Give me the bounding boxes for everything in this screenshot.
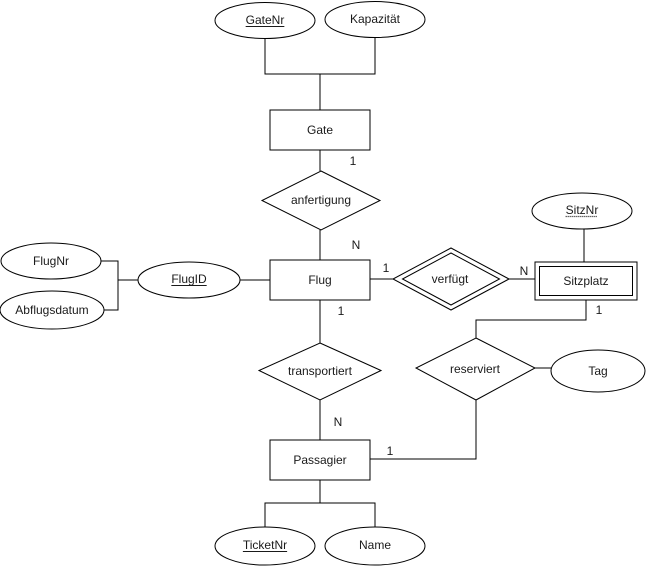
connector-sitzplatz-reserviert (475, 300, 587, 338)
attribute-kapazitaet-label: Kapazität (349, 12, 401, 26)
cardinality-transportiert-passagier: N (333, 415, 343, 429)
relationship-anfertigung-label: anfertigung (290, 193, 352, 207)
cardinality-gate-anfertigung: 1 (349, 154, 357, 168)
attribute-tag-ellipse (550, 349, 646, 393)
entity-gate-rect (269, 109, 371, 151)
attribute-sitznr-label: SitzNr (565, 203, 599, 217)
attribute-sitznr-ellipse (531, 192, 633, 230)
relationship-transportiert-diamond (257, 342, 383, 401)
attribute-name-ellipse (324, 526, 426, 566)
attribute-name-label: Name (358, 538, 392, 552)
attribute-abflugsdatum-ellipse (0, 290, 105, 330)
relationship-anfertigung-diamond (260, 170, 382, 231)
relationship-verfuegt-diamond-inner (401, 252, 501, 306)
relationship-transportiert-label: transportiert (287, 364, 353, 378)
entity-sitzplatz-label: Sitzplatz (563, 274, 609, 288)
relationship-reserviert-label: reserviert (449, 362, 501, 376)
entity-passagier-rect (269, 439, 371, 481)
attribute-ticketnr-label: TicketNr (242, 538, 288, 552)
cardinality-sitzplatz-reserviert: 1 (595, 303, 603, 317)
attribute-flugid-ellipse (137, 261, 241, 299)
cardinality-flug-transportiert: 1 (337, 304, 345, 318)
entity-flug-rect (269, 259, 371, 301)
attribute-ticketnr-ellipse (214, 526, 316, 566)
attribute-tag-label: Tag (588, 364, 608, 378)
attribute-flugnr-label: FlugNr (32, 254, 70, 268)
connector-reserviert-passagier (370, 400, 477, 460)
relationship-reserviert-diamond (414, 337, 537, 401)
attribute-flugid-label: FlugID (171, 272, 207, 286)
entity-passagier-label: Passagier (293, 453, 347, 467)
cardinality-passagier-reserviert: 1 (386, 444, 394, 458)
entity-flug-label: Flug (308, 273, 332, 287)
entity-sitzplatz-rect-inner (539, 266, 633, 296)
cardinality-flug-verfuegt: 1 (382, 261, 390, 275)
entity-gate-label: Gate (306, 123, 334, 137)
attribute-flugnr-ellipse (0, 242, 102, 280)
attribute-abflugsdatum-label: Abflugsdatum (15, 303, 89, 317)
cardinality-verfuegt-sitzplatz: N (519, 264, 529, 278)
attribute-kapazitaet-ellipse (324, 1, 426, 38)
relationship-verfuegt-label: verfügt (431, 272, 469, 286)
cardinality-anfertigung-flug: N (351, 238, 361, 252)
attribute-gatenr-ellipse (214, 2, 316, 39)
attribute-gatenr-label: GateNr (245, 13, 285, 27)
